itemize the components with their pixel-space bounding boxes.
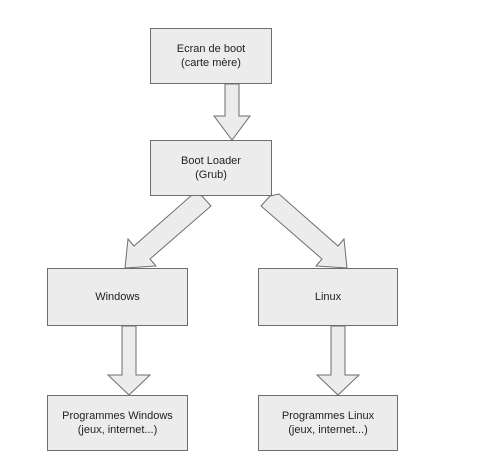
arrow-windows-to-programs-windows [106,325,152,396]
node-programs-linux-subtitle: (jeux, internet...) [288,424,368,436]
node-programs-windows-subtitle: (jeux, internet...) [77,424,158,436]
arrow-boot-screen-to-boot-loader [213,83,251,141]
node-programs-linux-title: Programmes Linux [281,410,375,422]
node-boot-screen: Ecran de boot (carte mère) [150,28,272,84]
node-boot-screen-title: Ecran de boot [176,43,246,55]
node-linux-title: Linux [314,291,342,303]
node-boot-loader: Boot Loader (Grub) [150,140,272,196]
node-boot-screen-subtitle: (carte mère) [181,57,241,69]
node-programs-linux: Programmes Linux (jeux, internet...) [258,395,398,451]
node-programs-windows-title: Programmes Windows [62,410,173,422]
node-boot-loader-title: Boot Loader [181,155,241,167]
arrow-boot-loader-to-windows [124,193,212,269]
arrow-boot-loader-to-linux [260,193,348,269]
node-boot-loader-subtitle: (Grub) [195,169,227,181]
node-windows-title: Windows [95,291,140,303]
node-windows: Windows [47,268,188,326]
arrow-linux-to-programs-linux [315,325,361,396]
node-linux: Linux [258,268,398,326]
node-programs-windows: Programmes Windows (jeux, internet...) [47,395,188,451]
